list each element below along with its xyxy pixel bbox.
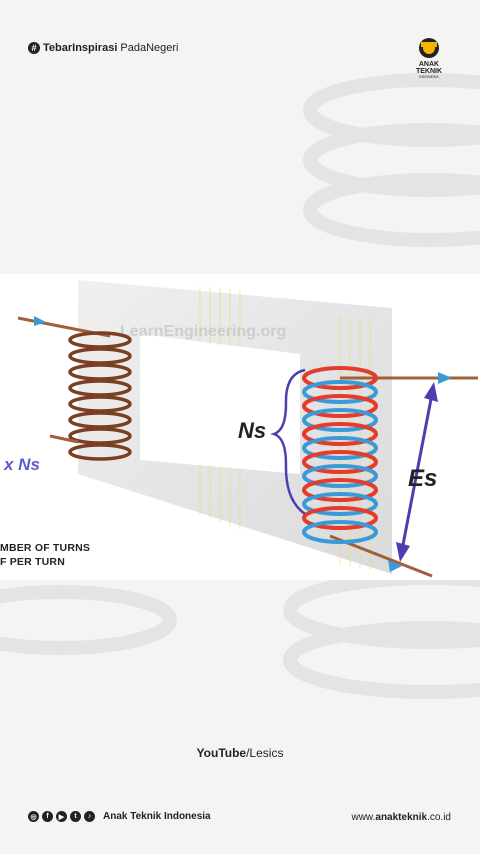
left-formula: x Ns bbox=[3, 455, 40, 474]
site-bold: anakteknik bbox=[375, 812, 428, 823]
watermark: LearnEngineering.org bbox=[120, 323, 286, 340]
secondary-output-arrow-bottom bbox=[388, 560, 402, 572]
site-suffix: .co.id bbox=[427, 812, 451, 823]
logo-line1: ANAK bbox=[419, 61, 439, 68]
youtube-icon[interactable]: ▶ bbox=[56, 811, 67, 822]
credit-platform: YouTube bbox=[196, 746, 247, 760]
caption-line2: F PER TURN bbox=[0, 556, 65, 568]
anak-teknik-logo: ANAK TEKNIK INDONESIA bbox=[416, 38, 442, 79]
facebook-icon[interactable]: f bbox=[42, 811, 53, 822]
primary-input-arrow bbox=[34, 316, 46, 326]
credit-channel: /Lesics bbox=[246, 746, 284, 760]
figure-caption: MBER OF TURNS F PER TURN bbox=[0, 541, 90, 569]
caption-line1: MBER OF TURNS bbox=[0, 542, 91, 554]
transformer-illustration: LearnEngineering.org bbox=[3, 280, 478, 578]
instagram-icon[interactable]: ◎ bbox=[28, 811, 39, 822]
tiktok-icon[interactable]: ♪ bbox=[84, 811, 95, 822]
logo-line3: INDONESIA bbox=[419, 75, 439, 79]
footer-social: ◎ f ▶ t ♪ Anak Teknik Indonesia bbox=[28, 811, 211, 822]
hashtag-bold: TebarInspirasi bbox=[43, 42, 118, 54]
twitter-icon[interactable]: t bbox=[70, 811, 81, 822]
ns-brace bbox=[270, 368, 306, 516]
secondary-output-arrow-top bbox=[438, 372, 452, 384]
primary-winding bbox=[17, 316, 132, 461]
transformer-figure: LearnEngineering.org bbox=[0, 274, 480, 580]
hashtag-icon: # bbox=[28, 42, 40, 54]
hashtag-rest: PadaNegeri bbox=[120, 42, 179, 54]
footer-website[interactable]: www.anakteknik.co.id bbox=[351, 812, 451, 823]
secondary-winding bbox=[302, 366, 478, 578]
footer-brand: Anak Teknik Indonesia bbox=[103, 811, 211, 822]
ns-label: Ns bbox=[238, 418, 266, 443]
site-prefix: www. bbox=[351, 812, 376, 823]
es-voltage-arrow bbox=[396, 382, 438, 562]
logo-line2: TEKNIK bbox=[416, 68, 442, 75]
video-credit: YouTube/Lesics bbox=[0, 746, 480, 760]
es-label: Es bbox=[408, 465, 437, 492]
